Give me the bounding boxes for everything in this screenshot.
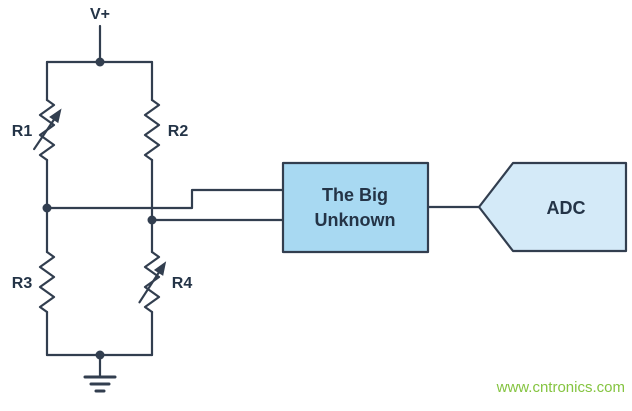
r3-resistor-symbol <box>38 250 56 314</box>
sense-wire-upper <box>45 188 285 210</box>
watermark-text: www.cntronics.com <box>496 379 625 396</box>
r2-label: R2 <box>168 123 189 140</box>
r3-label: R3 <box>12 275 33 292</box>
big-unknown-label-line1: The Big <box>322 185 388 205</box>
r2-resistor-symbol <box>143 98 161 162</box>
junction-dot-top <box>95 57 105 67</box>
big-unknown-label-line2: Unknown <box>315 210 396 230</box>
adc-label: ADC <box>547 198 586 218</box>
r1-label: R1 <box>12 123 33 140</box>
vplus-label: V+ <box>90 6 110 23</box>
adc-shape <box>477 161 628 253</box>
big-unknown-box <box>281 161 430 254</box>
ground-icon <box>83 353 117 393</box>
r1-variable-arrow-icon <box>33 108 62 151</box>
r4-variable-arrow-icon <box>138 261 167 304</box>
r4-label: R4 <box>172 275 193 292</box>
